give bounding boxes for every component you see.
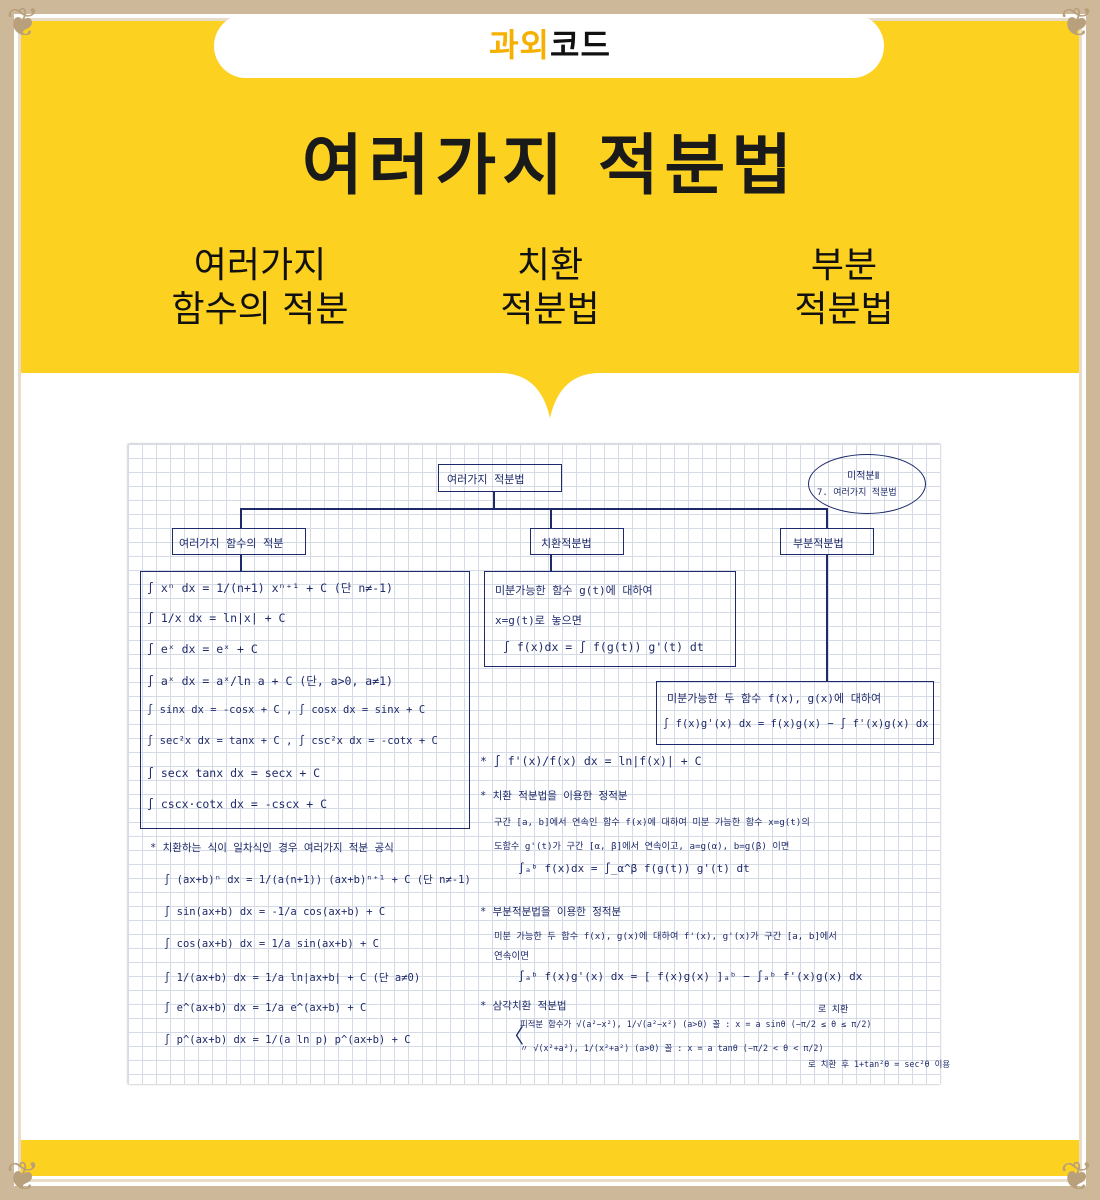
formula-line: ∫ 1/x dx = ln|x| + C — [147, 611, 286, 625]
formula-line: ∫ aˣ dx = aˣ/ln a + C (단, a>0, a≠1) — [147, 674, 393, 688]
subtitle-parts: 부분 적분법 — [714, 244, 974, 332]
root-label: 여러가지 적분법 — [447, 473, 525, 486]
trig-title: * 삼각치환 적분법 — [480, 1000, 567, 1012]
connector-line — [240, 508, 826, 510]
logo-pill — [214, 14, 884, 78]
linear-formula: ∫ e^(ax+b) dx = 1/a e^(ax+b) + C — [164, 1002, 367, 1014]
page-title: 여러가지 적분법 — [301, 127, 799, 204]
connector-line — [240, 555, 242, 571]
branch-label: 치환적분법 — [541, 537, 592, 550]
formula-line: ∫ xⁿ dx = 1/(n+1) xⁿ⁺¹ + C (단 n≠-1) — [147, 581, 393, 595]
trig-annotation: 로 치환 후 1+tan²θ = sec²θ 이용 — [808, 1059, 951, 1069]
speech-notch — [500, 360, 600, 418]
definite-sub-formula: ∫ₐᵇ f(x)dx = ∫_α^β f(g(t)) g'(t) dt — [518, 862, 750, 875]
connector-line — [826, 508, 828, 528]
subtitle-various: 여러가지 함수의 적분 — [130, 244, 390, 332]
substitution-line: 미분가능한 함수 g(t)에 대하여 — [495, 584, 653, 597]
branch-label: 부분적분법 — [793, 537, 844, 550]
parts-box: 미분가능한 두 함수 f(x), g(x)에 대하여 ∫ f(x)g'(x) d… — [656, 681, 934, 745]
substitution-line: ∫ f(x)dx = ∫ f(g(t)) g'(t) dt — [503, 640, 704, 654]
formula-line: ∫ cscx·cotx dx = -cscx + C — [147, 797, 328, 811]
formula-line: ∫ secx tanx dx = secx + C — [147, 766, 321, 780]
linear-formula: ∫ (ax+b)ⁿ dx = 1/(a(n+1)) (ax+b)ⁿ⁺¹ + C … — [164, 874, 471, 886]
trig-line: 피적분 함수가 √(a²−x²), 1/√(a²−x²) (a>0) 꼴 : x… — [520, 1019, 872, 1029]
substitution-box: 미분가능한 함수 g(t)에 대하여 x=g(t)로 놓으면 ∫ f(x)dx … — [484, 571, 736, 667]
branch-substitution: 치환적분법 — [530, 528, 624, 555]
ornament-icon: ❦ — [1060, 1154, 1094, 1200]
ornament-icon: ❦ — [6, 0, 40, 46]
connector-line — [826, 555, 828, 681]
basic-formula-box: ∫ xⁿ dx = 1/(n+1) xⁿ⁺¹ + C (단 n≠-1) ∫ 1/… — [140, 571, 470, 829]
branch-parts: 부분적분법 — [780, 528, 874, 555]
definite-parts-formula: ∫ₐᵇ f(x)g'(x) dx = [ f(x)g(x) ]ₐᵇ − ∫ₐᵇ … — [518, 970, 863, 983]
footer-band — [18, 1140, 1082, 1176]
handwritten-notes: 여러가지 적분법 미적분Ⅱ 7. 여러가지 적분법 여러가지 함수의 적분 치환… — [128, 444, 950, 1084]
chapter-tag: 미적분Ⅱ 7. 여러가지 적분법 — [808, 454, 926, 514]
subtitle-line: 부분 — [810, 245, 878, 286]
connector-line — [550, 508, 552, 528]
connector-line — [550, 555, 552, 571]
definite-parts-title: * 부분적분법을 이용한 정적분 — [480, 906, 622, 918]
chapter-tag-line1: 미적분Ⅱ — [847, 471, 880, 482]
formula-line: ∫ sec²x dx = tanx + C , ∫ csc²x dx = -co… — [147, 735, 438, 747]
subtitle-line: 치환 — [516, 245, 584, 286]
subtitle-line: 여러가지 — [193, 245, 327, 286]
linear-title: * 치환하는 식이 일차식인 경우 여러가지 적분 공식 — [150, 842, 394, 854]
trig-line: 〃 √(x²+a²), 1/(x²+a²) (a>0) 꼴 : x = a ta… — [520, 1043, 824, 1053]
connector-line — [240, 508, 242, 528]
root-node: 여러가지 적분법 — [438, 464, 562, 492]
chapter-tag-line2: 7. 여러가지 적분법 — [817, 488, 897, 498]
substitution-line: x=g(t)로 놓으면 — [495, 614, 582, 627]
subtitle-line: 적분법 — [794, 289, 894, 330]
brand-logo: 과외코드 — [0, 20, 1100, 66]
ornament-icon: ❦ — [6, 1154, 40, 1200]
definite-sub-line: 도함수 g'(t)가 구간 [α, β]에서 연속이고, a=g(α), b=g… — [494, 841, 790, 852]
definite-sub-line: 구간 [a, b]에서 연속인 함수 f(x)에 대하여 미분 가능한 함수 x… — [494, 817, 810, 828]
trig-annotation: 로 치환 — [818, 1005, 849, 1015]
definite-parts-line: 미분 가능한 두 함수 f(x), g(x)에 대하여 f'(x), g'(x)… — [494, 931, 837, 942]
definite-parts-line: 연속이면 — [494, 951, 529, 962]
definite-sub-title: * 치환 적분법을 이용한 정적분 — [480, 790, 628, 802]
formula-line: ∫ sinx dx = -cosx + C , ∫ cosx dx = sinx… — [147, 704, 426, 716]
parts-line: ∫ f(x)g'(x) dx = f(x)g(x) − ∫ f'(x)g(x) … — [663, 718, 929, 730]
linear-formula: ∫ cos(ax+b) dx = 1/a sin(ax+b) + C — [164, 938, 379, 950]
ornament-icon: ❦ — [1060, 0, 1094, 46]
parts-line: 미분가능한 두 함수 f(x), g(x)에 대하여 — [667, 692, 882, 705]
brand-part1: 과외 — [489, 26, 550, 64]
branch-various: 여러가지 함수의 적분 — [172, 528, 306, 555]
connector-line — [493, 492, 495, 508]
linear-formula: ∫ p^(ax+b) dx = 1/(a ln p) p^(ax+b) + C — [164, 1034, 411, 1046]
subtitle-substitution: 치환 적분법 — [420, 244, 680, 332]
linear-formula: ∫ 1/(ax+b) dx = 1/a ln|ax+b| + C (단 a≠0) — [164, 972, 421, 984]
branch-label: 여러가지 함수의 적분 — [179, 537, 284, 550]
linear-formula: ∫ sin(ax+b) dx = -1/a cos(ax+b) + C — [164, 906, 386, 918]
subtitle-line: 함수의 적분 — [171, 289, 349, 330]
brand-part2: 코드 — [550, 26, 611, 64]
formula-line: ∫ eˣ dx = eˣ + C — [147, 642, 258, 656]
brace-icon: 〈 — [504, 1024, 524, 1048]
log-derivative-note: * ∫ f'(x)/f(x) dx = ln|f(x)| + C — [480, 754, 702, 768]
subtitle-line: 적분법 — [500, 289, 600, 330]
